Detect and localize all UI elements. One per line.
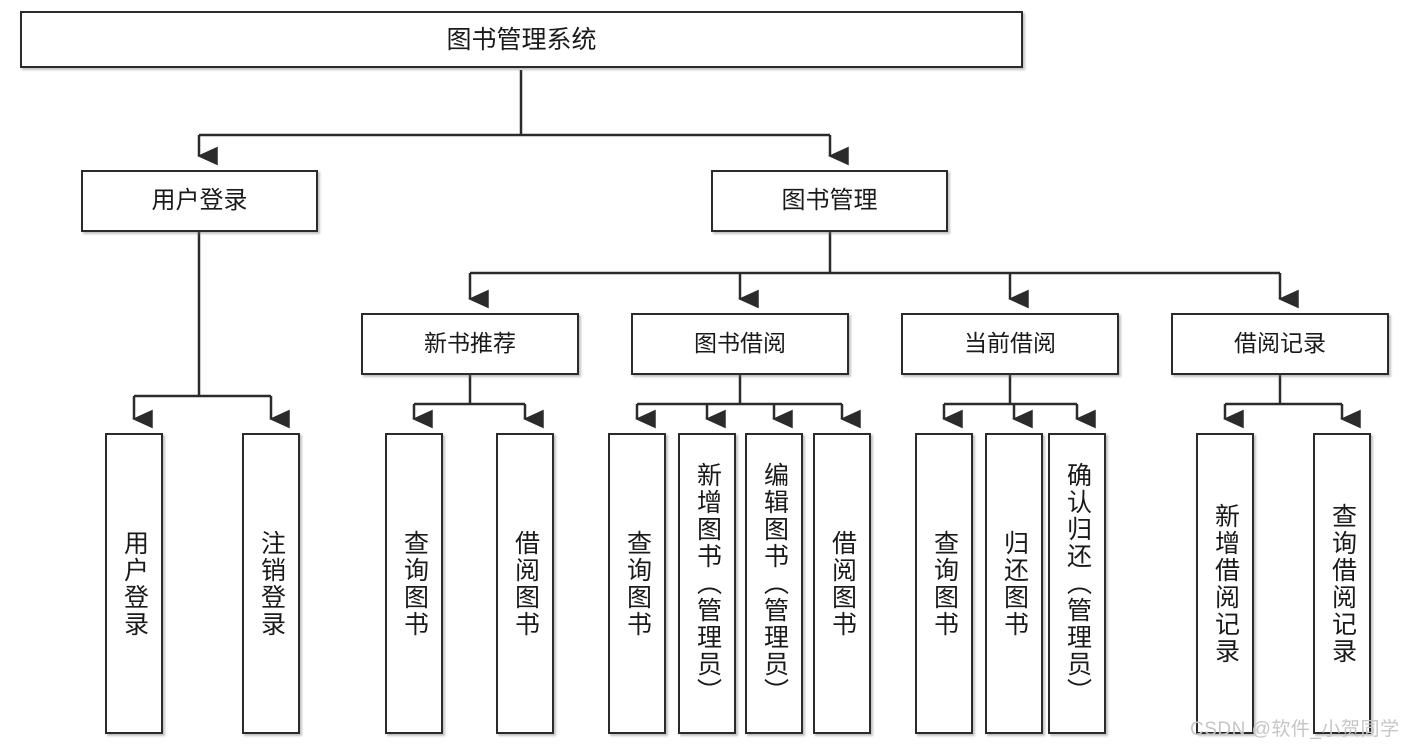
- node-label: 查询借阅记录: [1328, 502, 1357, 665]
- leaf-record-query[interactable]: 查询借阅记录: [1313, 433, 1371, 734]
- node-label: 新增图书（管理员）: [693, 462, 722, 705]
- node-new-book-recommend[interactable]: 新书推荐: [361, 313, 579, 375]
- node-label: 图书借阅: [694, 330, 786, 357]
- leaf-user-login[interactable]: 用户登录: [105, 433, 163, 734]
- node-current-borrow[interactable]: 当前借阅: [901, 313, 1119, 375]
- leaf-borrow-add-book[interactable]: 新增图书（管理员）: [678, 433, 736, 734]
- leaf-logout[interactable]: 注销登录: [242, 433, 300, 734]
- leaf-current-return-book[interactable]: 归还图书: [985, 433, 1043, 734]
- node-label: 借阅图书: [828, 529, 857, 638]
- node-label: 查询图书: [400, 529, 429, 638]
- leaf-current-query-book[interactable]: 查询图书: [915, 433, 973, 734]
- leaf-borrow-borrow-book[interactable]: 借阅图书: [813, 433, 871, 734]
- node-label: 用户登录: [120, 529, 149, 638]
- node-label: 编辑图书（管理员）: [760, 462, 789, 705]
- node-borrow-record[interactable]: 借阅记录: [1171, 313, 1389, 375]
- leaf-recommend-borrow-book[interactable]: 借阅图书: [496, 433, 554, 734]
- node-root-system[interactable]: 图书管理系统: [20, 11, 1023, 68]
- node-label: 归还图书: [1000, 529, 1029, 638]
- node-user-login[interactable]: 用户登录: [81, 170, 318, 232]
- node-label: 借阅图书: [511, 529, 540, 638]
- leaf-record-add[interactable]: 新增借阅记录: [1196, 433, 1254, 734]
- leaf-borrow-edit-book[interactable]: 编辑图书（管理员）: [745, 433, 803, 734]
- node-label: 查询图书: [930, 529, 959, 638]
- node-book-management[interactable]: 图书管理: [711, 170, 948, 232]
- leaf-current-confirm-return[interactable]: 确认归还（管理员）: [1048, 433, 1106, 734]
- csdn-watermark: CSDN @软件_小贺同学: [1190, 719, 1400, 740]
- node-label: 图书管理: [781, 186, 878, 214]
- node-label: 确认归还（管理员）: [1063, 462, 1092, 705]
- node-label: 新书推荐: [424, 330, 516, 357]
- node-label: 新增借阅记录: [1211, 502, 1240, 665]
- leaf-recommend-query-book[interactable]: 查询图书: [385, 433, 443, 734]
- leaf-borrow-query-book[interactable]: 查询图书: [608, 433, 666, 734]
- node-label: 注销登录: [257, 529, 286, 638]
- node-label: 当前借阅: [964, 330, 1056, 357]
- node-book-borrow[interactable]: 图书借阅: [631, 313, 849, 375]
- node-label: 用户登录: [151, 186, 248, 214]
- node-label: 图书管理系统: [446, 25, 597, 54]
- node-label: 借阅记录: [1234, 330, 1326, 357]
- node-label: 查询图书: [623, 529, 652, 638]
